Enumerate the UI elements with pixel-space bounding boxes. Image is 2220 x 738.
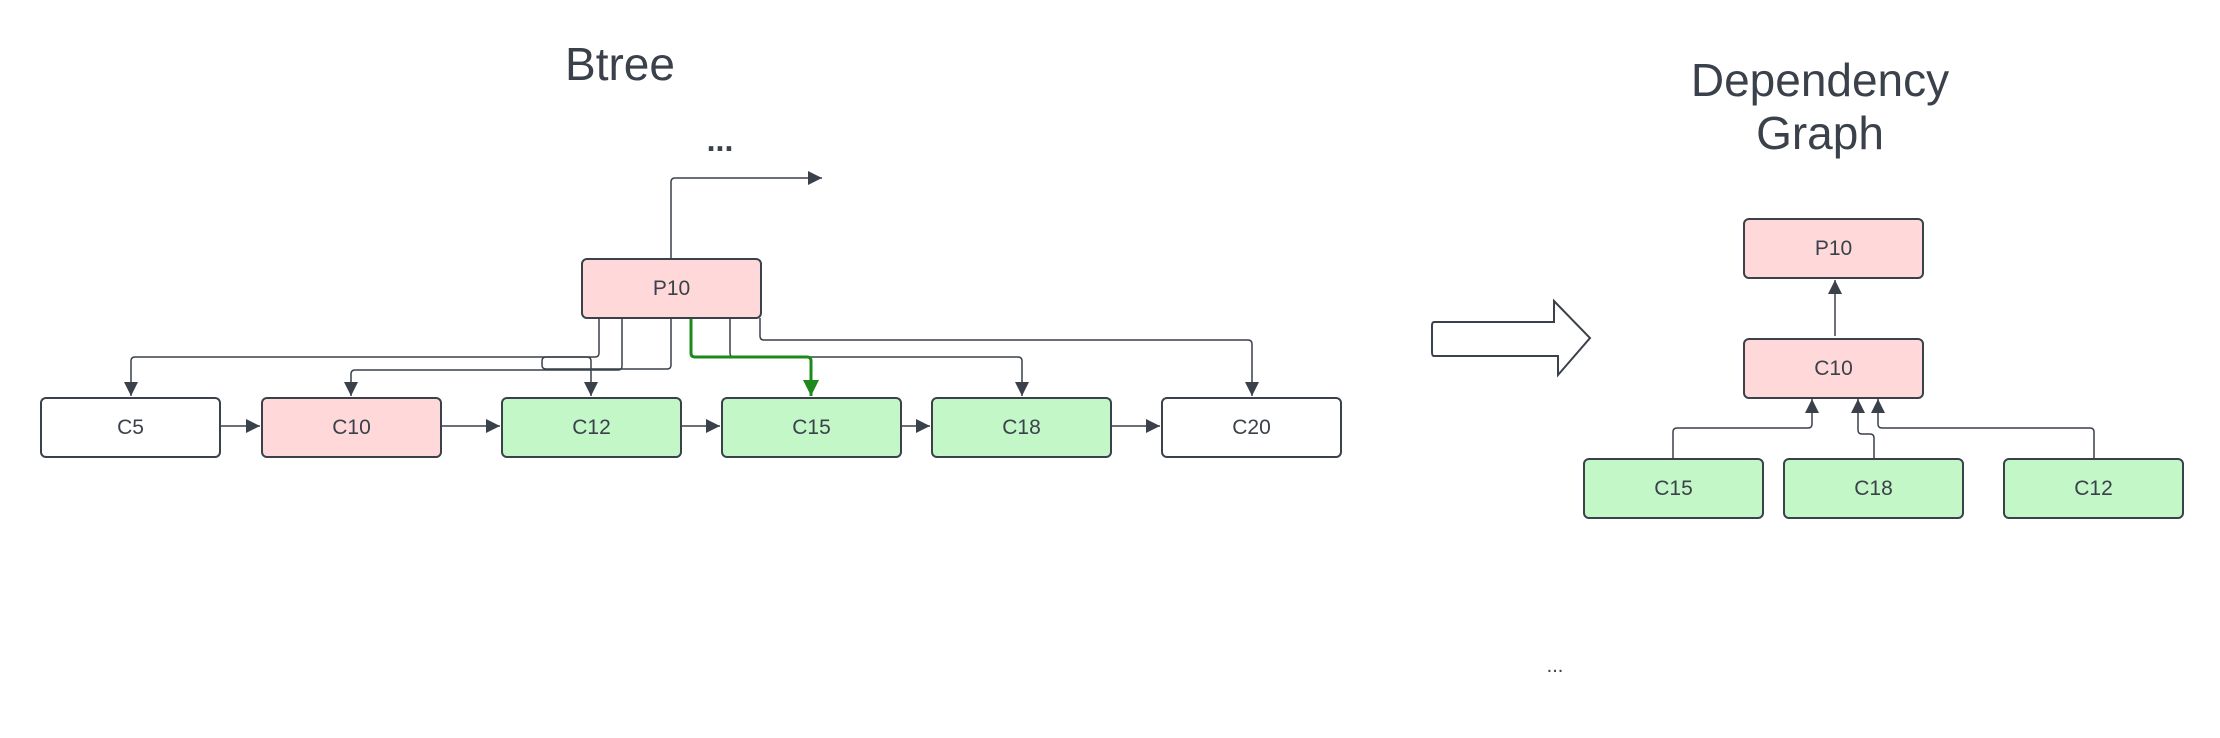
dep-leaf-c15: C15 bbox=[1583, 458, 1764, 519]
btree-leaf-c15: C15 bbox=[721, 397, 902, 458]
dep-leaf-c12: C12 bbox=[2003, 458, 2184, 519]
btree-parent-node: P10 bbox=[581, 258, 762, 319]
p10-to-c15-highlight-edge bbox=[689, 318, 819, 396]
p10-next-edge bbox=[670, 171, 822, 258]
btree-leaf-c10: C10 bbox=[261, 397, 442, 458]
p10-to-c20-edge bbox=[759, 318, 1259, 396]
dep-root-node: P10 bbox=[1743, 218, 1924, 279]
btree-leaf-c20: C20 bbox=[1161, 397, 1342, 458]
transform-arrow bbox=[1431, 298, 1592, 378]
p10-to-c10-edge bbox=[344, 318, 623, 396]
btree-leaf-c12: C12 bbox=[501, 397, 682, 458]
dependency-graph-ellipsis: ... bbox=[1546, 655, 1564, 677]
p10-to-c5-edge bbox=[124, 318, 600, 396]
dependency-graph-title: Dependency Graph bbox=[1630, 54, 2010, 160]
dependency-graph-title-line2: Graph bbox=[1756, 107, 1884, 159]
btree-leaf-c18: C18 bbox=[931, 397, 1112, 458]
dep-c12-to-c10-edge bbox=[1871, 399, 2095, 458]
dep-c15-to-c10-edge bbox=[1672, 399, 1819, 458]
btree-ellipsis: ... bbox=[706, 122, 734, 158]
p10-to-c18-edge bbox=[729, 318, 1029, 396]
dep-middle-node: C10 bbox=[1743, 338, 1924, 399]
btree-title: Btree bbox=[565, 38, 675, 90]
dep-c18-to-c10-edge bbox=[1851, 399, 1875, 458]
btree-leaf-c5: C5 bbox=[40, 397, 221, 458]
dep-leaf-c18: C18 bbox=[1783, 458, 1964, 519]
p10-to-c12-edge bbox=[541, 318, 672, 396]
dependency-graph-title-line1: Dependency bbox=[1690, 54, 1950, 106]
